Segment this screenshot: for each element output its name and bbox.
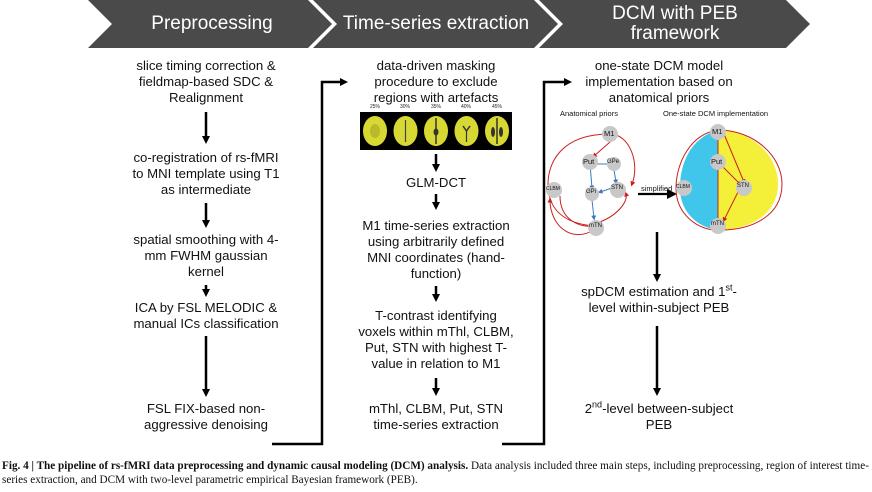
header-chevron-timeseries bbox=[313, 0, 558, 48]
dcm-step-1-line-3: anatomical priors bbox=[608, 90, 710, 105]
dcm-step-spdcm-estimation: spDCM estimation and 1st- level within-s… bbox=[560, 282, 758, 316]
anatomical-priors-network bbox=[546, 126, 636, 236]
fig-title-one-state-dcm: One-state DCM implementation bbox=[663, 109, 769, 118]
pre-step-5-line-2: aggressive denoising bbox=[144, 417, 268, 432]
node-right-stn: STN bbox=[737, 183, 749, 189]
dcm-step-2-line-2: level within-subject PEB bbox=[588, 300, 730, 315]
ts-step-4-line-1: T-contrast identifying bbox=[375, 308, 497, 323]
ts-step-masking: data-driven masking procedure to exclude… bbox=[340, 58, 532, 106]
node-left-stn: STN bbox=[611, 185, 623, 191]
dcm-step-1-line-2: implementation based on bbox=[585, 74, 733, 89]
header-dcm-line2: framework bbox=[630, 23, 720, 44]
dcm-model-figure: Anatomical priors One-state DCM implemen… bbox=[540, 104, 870, 246]
brain-pct-25: 25% bbox=[370, 104, 381, 110]
ts-step-3-line-3: MNI coordinates (hand- bbox=[367, 250, 505, 265]
dcm-step-3-line-1-sup: nd bbox=[592, 399, 603, 410]
ts-step-1-line-2: procedure to exclude bbox=[374, 74, 498, 89]
dcm-step-2-line-1-text: spDCM estimation and 1 bbox=[581, 284, 726, 299]
header-preprocessing: Preprocessing bbox=[151, 13, 273, 34]
header-dcm: DCM with PEB framework bbox=[562, 0, 788, 48]
dcm-step-3-line-1: 2nd-level between-subject bbox=[560, 399, 758, 417]
one-state-dcm-network bbox=[675, 124, 783, 234]
ts-step-1-line-1: data-driven masking bbox=[376, 58, 496, 73]
brain-image-35 bbox=[424, 116, 448, 146]
brain-mask-images bbox=[360, 112, 512, 150]
pre-step-1-line-2: fieldmap-based SDC & bbox=[138, 74, 274, 89]
pre-step-slice-timing: slice timing correction & fieldmap-based… bbox=[110, 58, 302, 106]
pre-step-3-line-3: kernel bbox=[188, 264, 224, 279]
header-timeseries: Time-series extraction bbox=[342, 13, 530, 34]
caption-label: Fig. 4 | The pipeline of rs-fMRI data pr… bbox=[2, 460, 469, 472]
node-left-clbm: CLBM bbox=[546, 186, 560, 192]
node-right-put: Put bbox=[711, 157, 723, 166]
pre-step-smoothing: spatial smoothing with 4- mm FWHM gaussi… bbox=[110, 232, 302, 280]
ts-step-4-line-4: value in relation to M1 bbox=[371, 356, 501, 371]
node-left-mtn: mTN bbox=[589, 223, 602, 229]
pre-step-fix-denoising: FSL FIX-based non- aggressive denoising bbox=[110, 401, 302, 433]
ts-step-3-line-1: M1 time-series extraction bbox=[362, 218, 510, 233]
brain-pct-40: 40% bbox=[461, 104, 472, 110]
node-left-put: Put bbox=[583, 157, 595, 166]
ts-step-4-line-3: Put, STN with highest T- bbox=[365, 340, 507, 355]
dcm-model-diagram bbox=[546, 124, 783, 236]
pre-step-1-line-3: Realignment bbox=[168, 90, 244, 105]
simplified-label: simplified bbox=[641, 184, 673, 193]
dcm-step-3-line-1-pre: 2 bbox=[584, 401, 593, 416]
ts-step-2-line-1: GLM-DCT bbox=[405, 175, 467, 190]
fig-title-anatomical-priors: Anatomical priors bbox=[560, 109, 618, 118]
ts-step-t-contrast: T-contrast identifying voxels within mTh… bbox=[340, 308, 532, 372]
brain-image-40 bbox=[454, 116, 479, 146]
dcm-step-one-state-model: one-state DCM model implementation based… bbox=[560, 58, 758, 106]
pre-step-coregistration: co-registration of rs-fMRI to MNI templa… bbox=[110, 150, 302, 198]
pre-step-2-line-3: as intermediate bbox=[160, 182, 252, 197]
header-dcm-line1: DCM with PEB bbox=[612, 3, 738, 24]
pre-step-2-line-2: to MNI template using T1 bbox=[132, 166, 280, 181]
pre-step-3-line-1: spatial smoothing with 4- bbox=[133, 232, 279, 247]
pre-step-1-line-1: slice timing correction & bbox=[136, 58, 276, 73]
ts-step-5-line-2: time-series extraction bbox=[373, 417, 499, 432]
caption-text: Data analysis included three main steps,… bbox=[2, 460, 869, 486]
brain-pct-30: 30% bbox=[400, 104, 411, 110]
dcm-step-2-line-1: spDCM estimation and 1st- bbox=[560, 282, 758, 300]
dcm-step-3-line-1-text: -level between-subject bbox=[602, 401, 734, 416]
dcm-step-2-line-1-sup: st bbox=[725, 282, 733, 293]
node-right-m1: M1 bbox=[712, 127, 723, 136]
ts-step-1-line-3: regions with artefacts bbox=[373, 90, 499, 105]
node-right-clbm: CLBM bbox=[676, 184, 690, 190]
node-left-m1: M1 bbox=[604, 129, 615, 138]
node-left-gpe: GPe bbox=[607, 159, 620, 165]
header-chevron-preprocessing bbox=[88, 0, 332, 48]
pre-step-2-line-1: co-registration of rs-fMRI bbox=[133, 150, 279, 165]
ts-step-3-line-4: function) bbox=[410, 266, 462, 281]
pre-step-ica: ICA by FSL MELODIC & manual ICs classifi… bbox=[110, 300, 302, 332]
dcm-step-between-subject-peb: 2nd-level between-subject PEB bbox=[560, 399, 758, 433]
ts-step-glm-dct: GLM-DCT bbox=[340, 175, 532, 191]
dcm-step-3-line-2: PEB bbox=[645, 417, 673, 432]
ts-step-roi-extraction: mThl, CLBM, Put, STN time-series extract… bbox=[340, 401, 532, 433]
pre-step-4-line-1: ICA by FSL MELODIC & bbox=[134, 300, 278, 315]
brain-pct-45: 45% bbox=[492, 104, 503, 110]
brain-pct-35: 35% bbox=[431, 104, 442, 110]
node-left-gpi: GPi bbox=[586, 189, 597, 195]
ts-step-3-line-2: using arbitrarily defined bbox=[367, 234, 505, 249]
dcm-step-2-line-1-post: - bbox=[732, 284, 737, 299]
brain-image-25 bbox=[363, 116, 387, 146]
ts-step-5-line-1: mThl, CLBM, Put, STN bbox=[368, 401, 504, 416]
figure-caption: Fig. 4 | The pipeline of rs-fMRI data pr… bbox=[2, 459, 870, 487]
brain-image-45 bbox=[485, 116, 509, 146]
ts-step-4-line-2: voxels within mThl, CLBM, bbox=[358, 324, 514, 339]
ts-step-m1-extraction: M1 time-series extraction using arbitrar… bbox=[340, 218, 532, 282]
brain-image-30 bbox=[393, 116, 418, 146]
pre-step-4-line-2: manual ICs classification bbox=[133, 316, 279, 331]
pre-step-3-line-2: mm FWHM gaussian bbox=[144, 248, 268, 263]
pipeline-header-bar bbox=[88, 0, 810, 48]
header-chevron-dcm bbox=[539, 0, 810, 48]
dcm-step-1-line-1: one-state DCM model bbox=[594, 58, 724, 73]
node-right-mtn: mTN bbox=[711, 221, 724, 227]
pre-step-5-line-1: FSL FIX-based non- bbox=[146, 401, 266, 416]
